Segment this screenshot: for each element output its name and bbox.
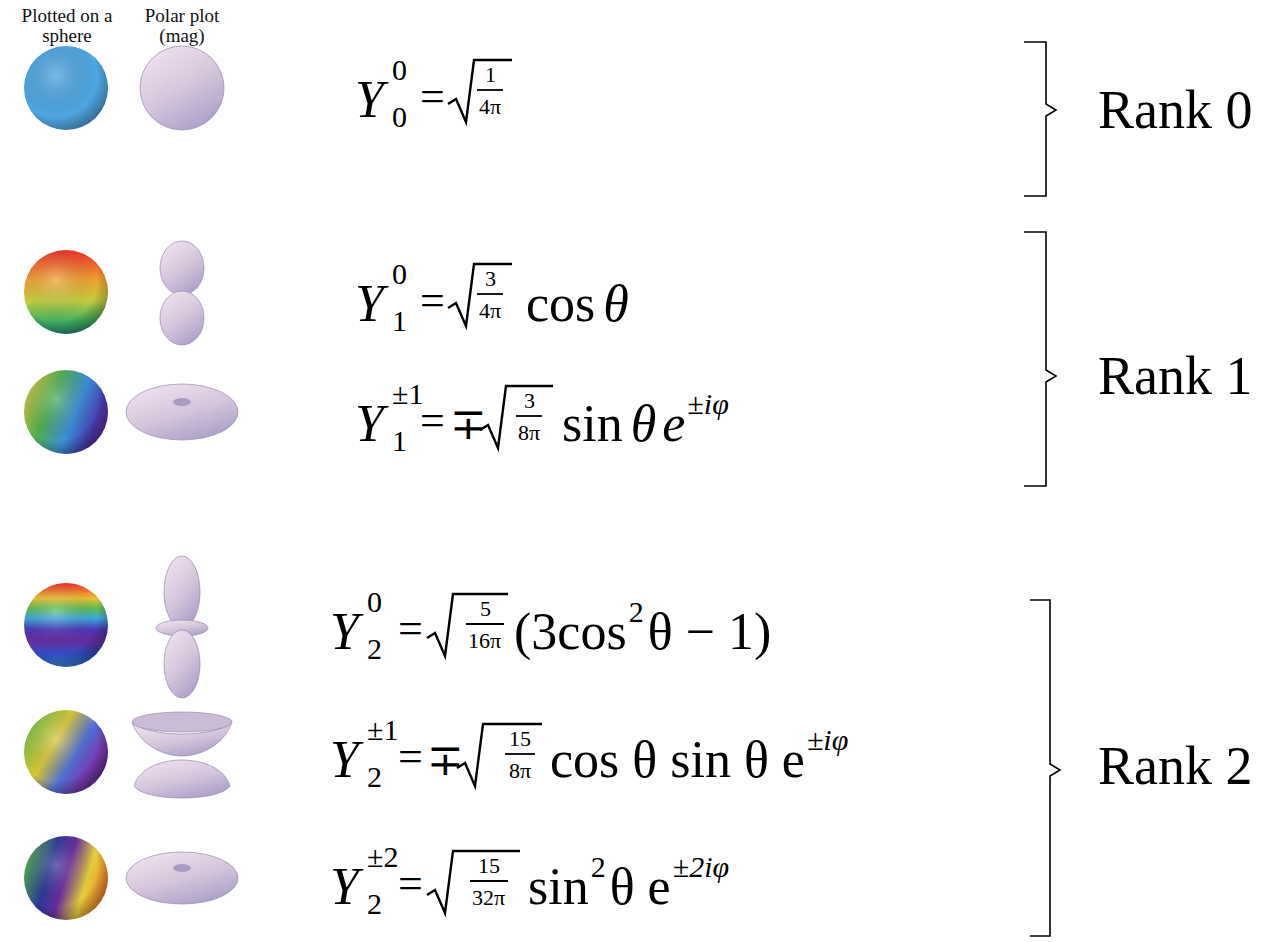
angle-symbol: θ: [603, 278, 629, 330]
fraction-numerator: 3: [524, 390, 535, 412]
fraction-numerator: 5: [480, 598, 491, 620]
power-superscript: 2: [629, 597, 644, 627]
rank-label: Rank 1: [1098, 349, 1253, 403]
fraction-numerator: 15: [509, 728, 531, 750]
column-header: Plotted on a sphere: [6, 6, 128, 46]
order-superscript: 0: [392, 55, 407, 85]
fraction-denominator: 4π: [479, 96, 501, 118]
fraction-numerator: 1: [485, 64, 496, 86]
exponent: ±iφ: [687, 389, 728, 419]
equals-sign: =: [398, 607, 423, 651]
trig-function: sin: [562, 398, 623, 450]
power-superscript: 2: [591, 852, 606, 882]
exponent: ±2iφ: [673, 852, 729, 882]
fraction-numerator: 3: [485, 268, 496, 290]
trig-function: cos: [526, 278, 595, 330]
harmonic-symbol: Y: [355, 278, 384, 330]
brace-bracket: [1024, 42, 1060, 936]
harmonic-symbol: Y: [330, 606, 359, 658]
order-superscript: 0: [392, 259, 407, 289]
degree-subscript: 2: [367, 889, 382, 919]
degree-subscript: 2: [367, 634, 382, 664]
equals-sign: =: [420, 399, 445, 443]
order-superscript: 0: [367, 587, 382, 617]
fraction-denominator: 4π: [479, 300, 501, 322]
equals-sign: =: [420, 279, 445, 323]
harmonic-symbol: Y: [355, 74, 384, 126]
fraction-denominator: 16π: [468, 630, 501, 652]
polar-plot: [126, 46, 238, 904]
trig-function: sin: [528, 861, 589, 913]
order-superscript: ±1: [367, 715, 398, 745]
degree-subscript: 2: [367, 762, 382, 792]
expression-text: θ e: [610, 861, 671, 913]
rank-label: Rank 0: [1098, 83, 1253, 137]
degree-subscript: 0: [392, 102, 407, 132]
sign-symbol: ∓: [450, 403, 487, 447]
equals-sign: =: [398, 862, 423, 906]
radical-sign: [427, 60, 553, 913]
expression-text: cos θ sin θ e: [550, 734, 805, 786]
harmonic-symbol: Y: [355, 398, 384, 450]
expression-text: θ − 1): [648, 606, 772, 658]
exponential-base: e: [662, 398, 685, 450]
fraction-denominator: 8π: [509, 760, 531, 782]
angle-symbol: θ: [631, 398, 657, 450]
colored-sphere: [24, 46, 108, 920]
fraction-bar: [466, 90, 542, 881]
equals-sign: =: [398, 735, 423, 779]
expression-text: (3cos: [514, 606, 627, 658]
degree-subscript: 1: [392, 306, 407, 336]
column-header: Polar plot (mag): [130, 6, 234, 46]
order-superscript: ±2: [367, 842, 398, 872]
exponent: ±iφ: [807, 725, 848, 755]
equals-sign: =: [420, 75, 445, 119]
fraction-numerator: 15: [478, 855, 500, 877]
fraction-denominator: 32π: [472, 887, 505, 909]
harmonic-symbol: Y: [330, 734, 359, 786]
fraction-denominator: 8π: [518, 422, 540, 444]
degree-subscript: 1: [392, 426, 407, 456]
sign-symbol: ∓: [427, 739, 464, 783]
rank-label: Rank 2: [1098, 739, 1253, 793]
harmonic-symbol: Y: [330, 861, 359, 913]
order-superscript: ±1: [392, 379, 423, 409]
